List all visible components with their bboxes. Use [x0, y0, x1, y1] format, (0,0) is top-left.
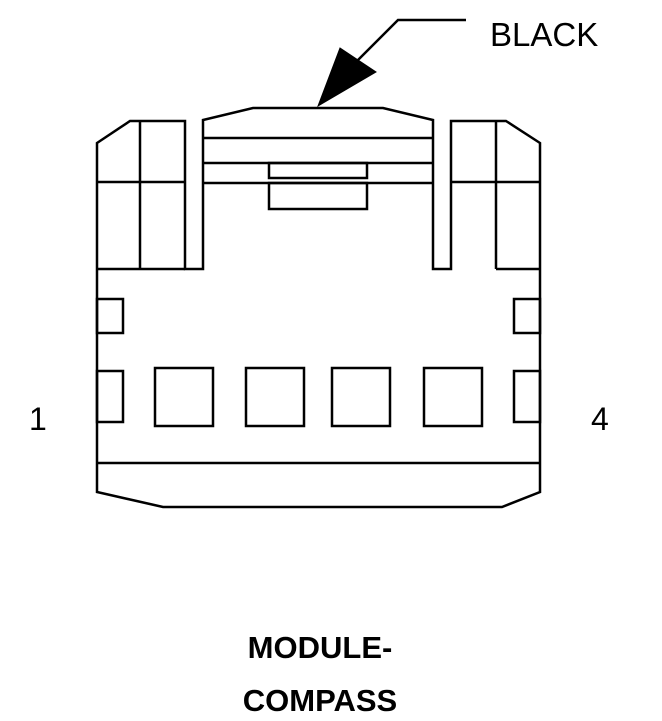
- right-key-window-upper: [512, 297, 542, 335]
- left-key-window-upper: [95, 297, 125, 335]
- right-key-window-lower: [512, 369, 542, 424]
- connector-outer-outline: [95, 106, 542, 509]
- terminal-cavity-3: [330, 366, 392, 428]
- callout-leader-line: [351, 18, 466, 67]
- right-latch: [451, 121, 540, 271]
- pin-number-left: 1: [29, 401, 47, 437]
- connector-title-line-1: MODULE-: [247, 630, 393, 665]
- connector-title-line-2: COMPASS: [242, 683, 398, 718]
- callout-arrow-icon: [317, 47, 377, 108]
- left-latch: [97, 121, 185, 271]
- wire-color-label: BLACK: [490, 16, 599, 53]
- center-lock-tab: [203, 136, 433, 211]
- terminal-cavity-1: [153, 366, 215, 428]
- color-callout: [317, 18, 466, 108]
- left-key-window-lower: [95, 369, 125, 424]
- connector-body: [95, 106, 542, 509]
- terminal-cavity-4: [422, 366, 484, 428]
- terminal-cavity-2: [244, 366, 306, 428]
- pin-number-right: 4: [591, 401, 609, 437]
